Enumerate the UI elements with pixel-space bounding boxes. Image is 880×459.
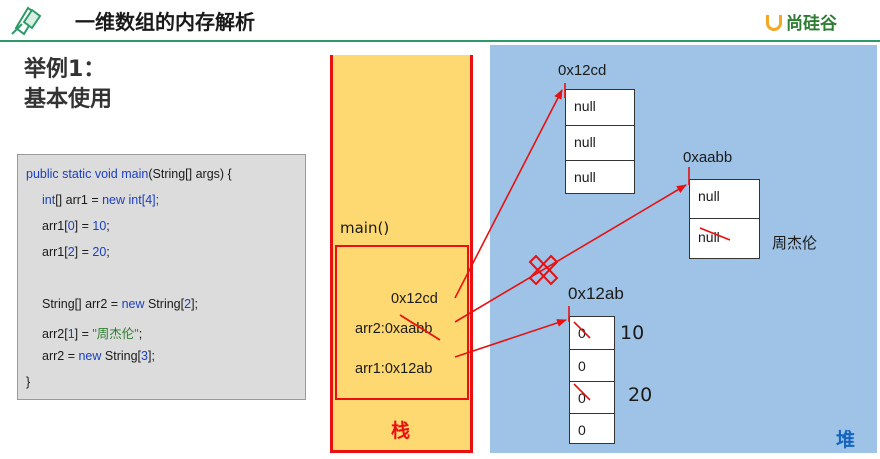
code-token: ] = <box>74 219 93 233</box>
code-token: new <box>121 297 145 311</box>
brand-u-icon <box>766 15 782 31</box>
code-token: 4 <box>145 193 153 207</box>
code-token: 10 <box>92 219 107 233</box>
array-cell: null <box>566 125 634 160</box>
code-token: [] arr1 = <box>55 193 103 207</box>
code-line-5: String[] arr2 = new String[2]; <box>42 297 198 311</box>
code-token: ]; <box>191 297 199 311</box>
header-bar <box>0 0 880 40</box>
code-line-6: arr2[1] = "周杰伦"; <box>42 323 142 342</box>
code-token: 2 <box>184 297 192 311</box>
page-title: 一维数组的内存解析 <box>75 10 255 34</box>
array-cell: 0 <box>570 381 614 413</box>
array-cell: null <box>698 188 720 204</box>
code-line-8: } <box>26 375 31 389</box>
code-token: 3 <box>141 349 148 363</box>
array-cell: 0 <box>570 349 614 381</box>
stack-var-arr-old: 0x12cd <box>391 291 438 307</box>
array-cell: null <box>690 218 759 260</box>
value-note-20: 20 <box>628 384 653 406</box>
code-token: arr2 = <box>42 349 79 363</box>
code-token: 0 <box>67 219 75 233</box>
code-token: String[ <box>144 297 185 311</box>
array-cell: null <box>566 160 634 195</box>
brand-logo: 尚硅谷 <box>766 9 837 34</box>
code-block: public static void main(String[] args) {… <box>17 154 306 400</box>
code-line-2: int[] arr1 = new int[4]; <box>42 193 159 207</box>
code-token: ]; <box>147 349 155 363</box>
logo-diamond-icon <box>11 6 42 36</box>
example-title-line2: 基本使用 <box>24 87 113 112</box>
code-token: ] = <box>74 245 93 259</box>
array-12ab-address: 0x12ab <box>568 284 624 303</box>
code-token: arr2[ <box>42 327 68 341</box>
code-line-3: arr1[0] = 10; <box>42 219 110 233</box>
string-value-note: 周杰伦 <box>772 234 818 252</box>
value-note-10: 10 <box>620 322 645 344</box>
code-token: String[ <box>101 349 142 363</box>
code-token: int <box>42 193 56 207</box>
code-token: ] = <box>74 327 93 341</box>
array-12ab: 0 0 0 0 <box>569 316 615 444</box>
example-title: 举例1： 基本使用 <box>24 55 112 115</box>
brand-text: 尚硅谷 <box>786 14 837 34</box>
code-token: arr1[ <box>42 219 68 233</box>
code-token: 20 <box>92 245 107 259</box>
array-cell: 0 <box>578 325 586 341</box>
code-line-4: arr1[2] = 20; <box>42 245 110 259</box>
code-line-7: arr2 = new String[3]; <box>42 349 155 363</box>
array-12cd: null null null <box>565 89 635 194</box>
array-12cd-address: 0x12cd <box>558 62 607 79</box>
code-token: public <box>26 167 59 181</box>
stack-var-arr1: arr1:0x12ab <box>355 361 433 377</box>
code-token: ]; <box>152 193 160 207</box>
code-token: void <box>94 167 118 181</box>
stack-var-arr2: arr2:0xaabb <box>355 321 433 337</box>
code-token: (String[] args) { <box>148 167 232 181</box>
code-token: new <box>78 349 102 363</box>
code-token: static <box>62 167 92 181</box>
code-token: 2 <box>67 245 75 259</box>
code-token: ; <box>106 245 110 259</box>
heap-region <box>490 45 877 453</box>
code-line-1: public static void main(String[] args) { <box>26 167 232 181</box>
array-cell: 0 <box>570 413 614 445</box>
code-token: 1 <box>67 327 75 341</box>
code-token: ; <box>106 219 110 233</box>
array-cell: null <box>574 98 596 114</box>
heap-label: 堆 <box>836 429 856 451</box>
array-aabb: null null <box>689 179 760 259</box>
main-frame-label: main() <box>340 219 390 237</box>
code-token: "周杰伦" <box>92 327 139 341</box>
code-token: arr1[ <box>42 245 68 259</box>
code-token: main <box>121 167 149 181</box>
header-divider <box>0 40 880 42</box>
code-token: new <box>102 193 126 207</box>
stack-region <box>330 55 473 453</box>
stack-label: 栈 <box>391 420 411 442</box>
code-token: [ <box>141 193 146 207</box>
example-title-line1: 举例1： <box>24 57 106 82</box>
code-token: int <box>128 193 142 207</box>
code-token: String[] arr2 = <box>42 297 122 311</box>
array-aabb-address: 0xaabb <box>683 149 733 166</box>
code-token: ; <box>138 327 143 341</box>
